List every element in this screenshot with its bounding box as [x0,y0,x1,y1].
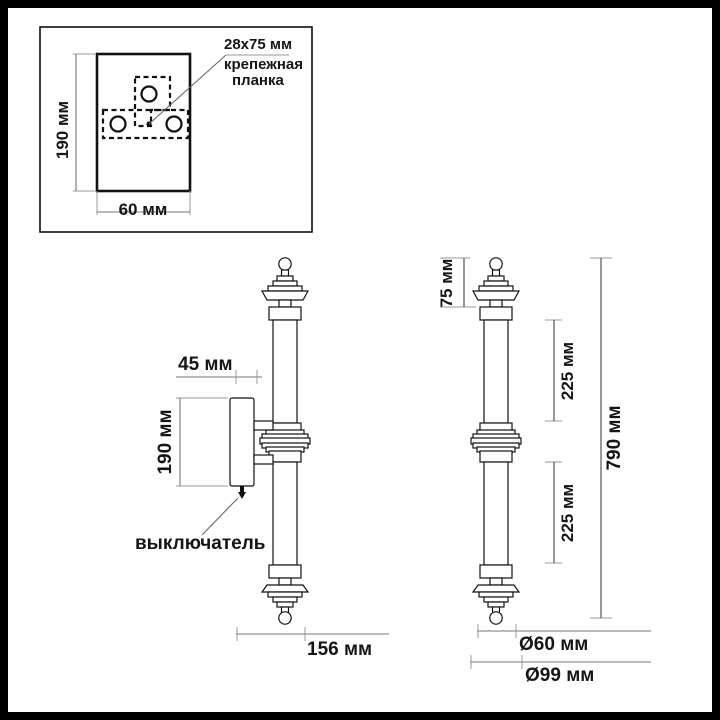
left-top-ring-1 [276,275,294,282]
upper-connecting-arm [253,420,274,431]
left-top-ring-2 [272,280,298,287]
left-bottom-cap [268,564,302,579]
dim-75-label: 75 мм [437,259,456,308]
bracket-dashed-vertical [133,75,172,128]
right-bottom-ring-2 [483,596,509,603]
right-top-cap [479,306,513,321]
right-top-bell [471,290,521,301]
dim-45-label: 45 мм [178,354,233,375]
dim-190-label: 190 мм [155,409,176,474]
left-bottom-bell [260,584,310,593]
detail-height-label: 190 мм [53,101,72,159]
dim-225-lower-label: 225 мм [558,484,577,542]
left-top-bell [260,290,310,301]
left-mid-cap-bottom [268,450,302,463]
left-bottom-ring-3 [267,591,303,598]
switch-nub [240,486,244,493]
left-top-neck [278,299,292,308]
wall-mount-plate [229,397,255,487]
right-lower-tube [483,461,509,566]
left-top-ball-neck [280,269,290,277]
left-top-ball [278,257,292,271]
leader-line-bracket-note [148,54,227,125]
left-top-ring-3 [267,285,303,292]
left-lower-tube [272,461,298,566]
right-bottom-cap [479,564,513,579]
bracket-note-line2: планка [232,72,284,89]
lower-connecting-arm [253,454,274,465]
dim-225-upper-label: 225 мм [558,342,577,400]
right-mid-cap-bottom [479,450,513,463]
dim-790-label: 790 мм [604,405,625,470]
switch-tip [238,492,246,499]
dim-d60-label: Ø60 мм [519,634,588,655]
bracket-size-label: 28x75 мм [224,36,292,53]
right-view-dimensions: 75 мм 225 мм 225 мм 790 мм Ø60 мм Ø99 мм [437,257,651,686]
switch-callout-label: выключатель [135,533,265,554]
left-lamp-view [229,257,311,625]
right-bottom-ring-1 [487,601,505,608]
right-top-ring-1 [487,275,505,282]
detail-width-label: 60 мм [119,200,168,219]
left-bottom-ring-1 [276,601,294,608]
left-top-cap [268,306,302,321]
bracket-dashed-horizontal [101,108,190,140]
right-bottom-bell [471,584,521,593]
left-upper-tube [272,319,298,424]
right-top-ball [489,257,503,271]
right-top-neck [489,299,503,308]
right-top-ball-neck [491,269,501,277]
right-top-ring-2 [483,280,509,287]
mounting-hole-left [109,115,127,133]
mounting-hole-top [140,85,158,103]
right-top-ring-3 [478,285,514,292]
left-bottom-ring-2 [272,596,298,603]
switch-leader-line [201,497,239,536]
left-bottom-neck [278,577,292,586]
detail-box-group: 190 мм 60 мм 28x75 мм крепежная планка [39,26,313,233]
right-bottom-neck [489,577,503,586]
mounting-hole-right [165,115,183,133]
left-view-dimensions: 45 мм 190 мм выключатель 156 мм [135,354,389,660]
dim-d99-label: Ø99 мм [525,665,594,686]
right-bottom-ring-3 [478,591,514,598]
right-upper-tube [483,319,509,424]
right-lamp-view [470,257,522,625]
left-bottom-ball [278,611,292,625]
dim-156-label: 156 мм [307,639,372,660]
right-bottom-ball [489,611,503,625]
bracket-note-line1: крепежная [224,56,303,73]
